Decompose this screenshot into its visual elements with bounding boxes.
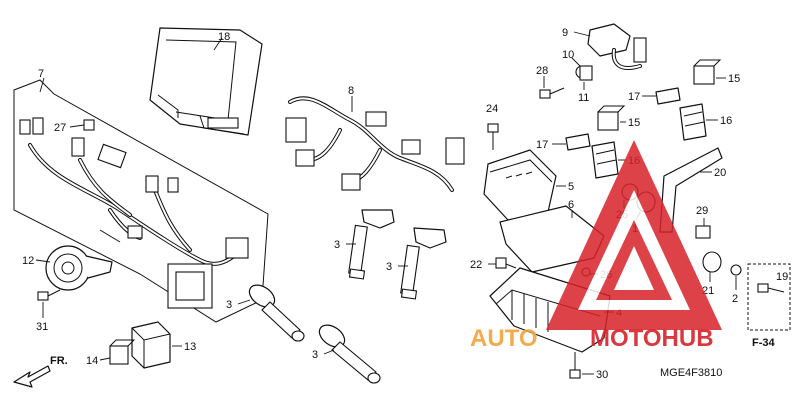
ecu-unit bbox=[149, 27, 263, 136]
bolt-29 bbox=[695, 225, 711, 239]
callout-29: 29 bbox=[696, 205, 708, 217]
sub-wire-harness bbox=[285, 96, 465, 192]
ref-code: F-34 bbox=[752, 337, 776, 349]
relay-15b bbox=[597, 105, 626, 131]
watermark-text-left: AUTO bbox=[470, 325, 538, 352]
sensor-9 bbox=[587, 23, 647, 70]
bolt-22 bbox=[495, 257, 517, 269]
bolt-30 bbox=[569, 352, 581, 379]
grommet-21 bbox=[702, 251, 722, 273]
bolt-31 bbox=[37, 289, 61, 301]
collar-2 bbox=[730, 264, 742, 276]
callout-9: 9 bbox=[562, 27, 568, 39]
callout-16a: 16 bbox=[720, 115, 732, 127]
callout-13: 13 bbox=[184, 341, 196, 353]
callout-31: 31 bbox=[36, 321, 48, 333]
callout-7: 7 bbox=[38, 68, 44, 80]
callout-28: 28 bbox=[536, 65, 548, 77]
callout-11: 11 bbox=[578, 92, 589, 104]
fuse-cap-17b bbox=[565, 133, 591, 151]
callout-18: 18 bbox=[218, 31, 230, 43]
front-arrow: FR. bbox=[13, 355, 68, 388]
callout-3b: 3 bbox=[386, 261, 392, 273]
main-wire-harness bbox=[13, 79, 269, 323]
callout-8: 8 bbox=[348, 85, 354, 97]
callout-22: 22 bbox=[470, 259, 482, 271]
fuse-box-5 bbox=[483, 149, 557, 221]
callout-20: 20 bbox=[714, 167, 726, 179]
bolt-19 bbox=[747, 263, 791, 331]
ignition-coil-b bbox=[400, 227, 447, 300]
callout-19: 19 bbox=[776, 271, 788, 283]
callout-3a: 3 bbox=[334, 239, 340, 251]
relay-socket-16b bbox=[591, 141, 619, 179]
relay-socket-16a bbox=[679, 103, 707, 141]
ignition-coil-a bbox=[348, 209, 395, 280]
callout-12: 12 bbox=[22, 255, 34, 267]
callout-14: 14 bbox=[86, 355, 98, 367]
front-marker-label: FR. bbox=[50, 355, 68, 367]
collar-11 bbox=[579, 65, 593, 81]
horn bbox=[45, 245, 113, 291]
callout-17b: 17 bbox=[536, 139, 548, 151]
bolt-28 bbox=[539, 87, 565, 99]
fuse-cap-17a bbox=[655, 87, 681, 105]
relay-13 bbox=[131, 321, 171, 369]
callout-24: 24 bbox=[486, 103, 498, 115]
callout-3c: 3 bbox=[226, 299, 232, 311]
callout-6: 6 bbox=[568, 199, 574, 211]
callout-2: 2 bbox=[732, 293, 738, 305]
ignition-coil-c bbox=[248, 284, 305, 342]
relay-15a bbox=[693, 59, 722, 85]
callout-5: 5 bbox=[568, 181, 574, 193]
callout-15b: 15 bbox=[628, 117, 640, 129]
callout-30: 30 bbox=[596, 369, 608, 381]
diagram-code: MGE4F3810 bbox=[660, 367, 722, 379]
callout-17a: 17 bbox=[628, 91, 640, 103]
ignition-coil-d bbox=[318, 324, 381, 384]
cap-14 bbox=[109, 339, 136, 365]
callout-27: 27 bbox=[54, 122, 66, 134]
bolt-24 bbox=[487, 123, 499, 150]
callout-10: 10 bbox=[562, 49, 574, 61]
watermark-logo bbox=[546, 140, 722, 330]
watermark-text-right: MOTOHUB bbox=[590, 325, 714, 352]
callout-3d: 3 bbox=[312, 349, 318, 361]
callout-15a: 15 bbox=[728, 73, 740, 85]
